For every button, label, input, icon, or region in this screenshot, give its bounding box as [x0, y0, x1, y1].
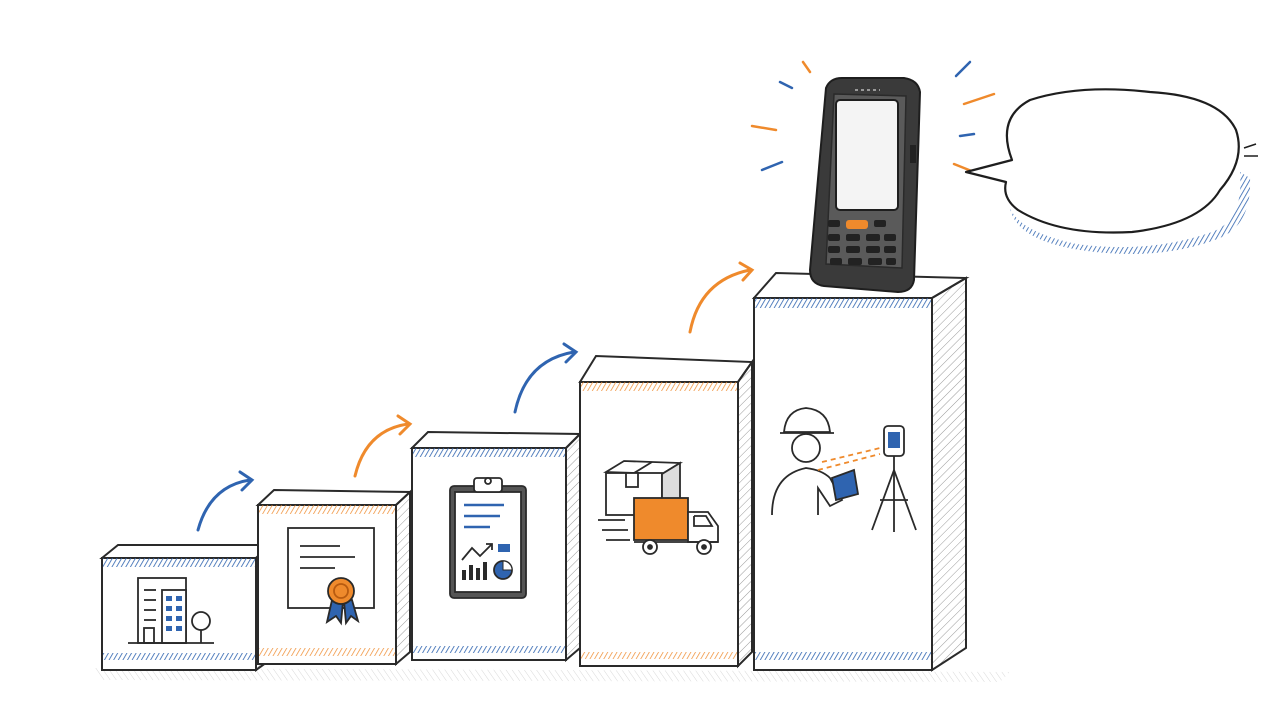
step-3-top-band	[413, 448, 565, 457]
step-2-bottom-band	[259, 648, 395, 656]
step-4-bottom-band	[581, 652, 737, 659]
step-1-top-band	[103, 558, 255, 567]
step-5-bottom-band	[755, 652, 931, 660]
step-block-2	[255, 488, 413, 667]
step-3-bottom-band	[413, 646, 565, 653]
connector-arrow-3-to-4	[513, 342, 579, 414]
emphasis-rays	[750, 60, 996, 174]
certificate-ribbon-icon	[287, 527, 375, 626]
connector-arrow-1-to-2	[196, 470, 255, 532]
surveyor-with-handheld-and-tripod-icon	[771, 407, 917, 532]
package-delivery-truck-icon	[598, 460, 719, 555]
step-1-bottom-band	[103, 653, 255, 660]
step-4-top-band	[581, 382, 737, 391]
step-block-5	[751, 271, 970, 672]
clipboard-report-chart-icon	[449, 477, 527, 599]
ground-shadow	[90, 668, 1010, 682]
step-block-4	[578, 354, 754, 669]
step-block-3	[409, 430, 583, 663]
step-block-1	[99, 542, 273, 672]
step-5-top-band	[755, 298, 931, 308]
step-2-top-band	[259, 505, 395, 514]
device-keypad	[828, 220, 896, 265]
rugged-handheld-computer-icon	[808, 77, 922, 294]
connector-arrow-2-to-3	[353, 414, 413, 478]
connector-arrow-4-to-5	[688, 261, 755, 334]
speech-bubble	[964, 88, 1258, 254]
device-screen	[835, 99, 899, 211]
office-building-icon	[128, 577, 214, 644]
